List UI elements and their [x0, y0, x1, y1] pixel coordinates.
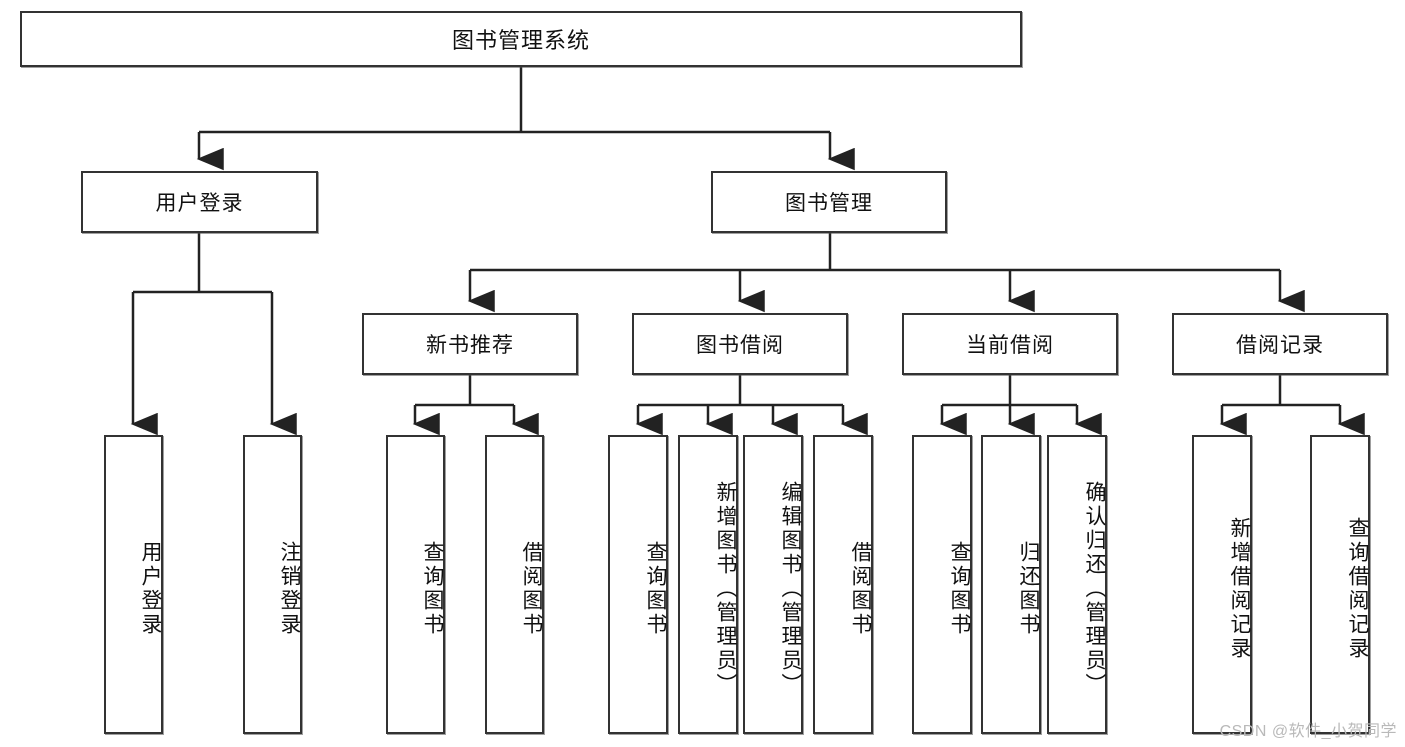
node-user-login-label: 用户登录	[155, 192, 244, 215]
node-leaf-query-book-3-label: 查询图书	[948, 540, 971, 637]
node-leaf-user-login-label: 用户登录	[139, 540, 162, 637]
node-leaf-user-logout[interactable]: 注销登录	[243, 435, 302, 734]
node-leaf-return-book-label: 归还图书	[1017, 540, 1040, 637]
node-leaf-user-login[interactable]: 用户登录	[104, 435, 163, 734]
node-root[interactable]: 图书管理系统	[20, 11, 1022, 67]
node-leaf-return-book[interactable]: 归还图书	[981, 435, 1041, 734]
node-leaf-query-record[interactable]: 查询借阅记录	[1310, 435, 1370, 734]
node-leaf-query-record-label: 查询借阅记录	[1346, 516, 1369, 661]
node-leaf-query-book-2[interactable]: 查询图书	[608, 435, 668, 734]
node-book-borrow[interactable]: 图书借阅	[632, 313, 848, 375]
node-current-borrow-label: 当前借阅	[966, 334, 1054, 357]
node-new-book-rec[interactable]: 新书推荐	[362, 313, 578, 375]
node-leaf-edit-book-label: 编辑图书（管理员）	[779, 480, 802, 697]
node-leaf-add-book[interactable]: 新增图书（管理员）	[678, 435, 738, 734]
node-leaf-add-record-label: 新增借阅记录	[1228, 516, 1251, 661]
node-leaf-query-book-3[interactable]: 查询图书	[912, 435, 972, 734]
node-leaf-borrow-book-1-label: 借阅图书	[520, 540, 543, 637]
node-user-login[interactable]: 用户登录	[81, 171, 318, 233]
node-new-book-rec-label: 新书推荐	[426, 334, 514, 357]
node-book-manage-label: 图书管理	[785, 192, 873, 215]
node-leaf-query-book-1[interactable]: 查询图书	[386, 435, 445, 734]
node-root-label: 图书管理系统	[451, 28, 590, 53]
node-book-manage[interactable]: 图书管理	[711, 171, 947, 233]
node-leaf-confirm-return-label: 确认归还（管理员）	[1083, 480, 1106, 697]
node-leaf-query-book-2-label: 查询图书	[644, 540, 667, 637]
node-leaf-borrow-book-1[interactable]: 借阅图书	[485, 435, 544, 734]
node-leaf-edit-book[interactable]: 编辑图书（管理员）	[743, 435, 803, 734]
node-leaf-add-record[interactable]: 新增借阅记录	[1192, 435, 1252, 734]
node-book-borrow-label: 图书借阅	[696, 334, 784, 357]
node-current-borrow[interactable]: 当前借阅	[902, 313, 1118, 375]
node-leaf-confirm-return[interactable]: 确认归还（管理员）	[1047, 435, 1107, 734]
node-borrow-record-label: 借阅记录	[1236, 334, 1324, 357]
node-borrow-record[interactable]: 借阅记录	[1172, 313, 1388, 375]
node-leaf-add-book-label: 新增图书（管理员）	[714, 480, 737, 697]
node-leaf-borrow-book-2[interactable]: 借阅图书	[813, 435, 873, 734]
watermark: CSDN @软件_小贺同学	[1219, 723, 1397, 740]
node-leaf-query-book-1-label: 查询图书	[421, 540, 444, 637]
node-leaf-borrow-book-2-label: 借阅图书	[849, 540, 872, 637]
node-leaf-user-logout-label: 注销登录	[278, 540, 301, 637]
